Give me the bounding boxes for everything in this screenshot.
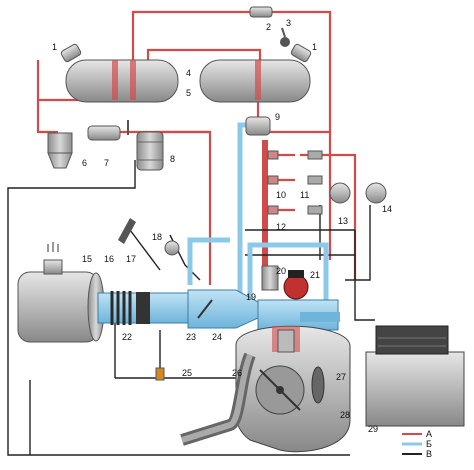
label-26: 26	[232, 368, 242, 378]
fuel-rail	[262, 140, 268, 290]
legend-label-c: В	[426, 449, 432, 459]
label-20: 20	[276, 266, 286, 276]
accelerator-pedal	[118, 218, 136, 244]
fuel-filter	[136, 131, 164, 171]
vacuum-actuator-13	[329, 182, 351, 204]
gravity-valve	[280, 27, 290, 47]
vent-lines	[7, 160, 375, 456]
label-19: 19	[246, 292, 256, 302]
adsorber	[261, 265, 279, 291]
fuel-tank-left	[60, 43, 179, 103]
label-10: 10	[276, 190, 286, 200]
label-13: 13	[338, 216, 348, 226]
fuel-tank-right	[199, 43, 312, 103]
label-6: 6	[82, 158, 87, 168]
label-29: 29	[368, 424, 378, 434]
exhaust-pipe	[180, 352, 256, 446]
label-12: 12	[276, 222, 286, 232]
sensor-25	[155, 367, 165, 381]
fuel-pump	[87, 120, 129, 141]
legend-label-b: Б	[426, 439, 432, 449]
label-28: 28	[340, 410, 350, 420]
label-2: 2	[266, 22, 271, 32]
legend-label-a: А	[426, 429, 432, 439]
strainer	[47, 132, 73, 169]
label-1-right: 1	[312, 42, 317, 52]
label-17: 17	[126, 254, 136, 264]
pressure-regulator	[245, 116, 271, 136]
label-11: 11	[300, 190, 309, 200]
ecu	[365, 325, 465, 427]
label-24: 24	[212, 332, 222, 342]
intake-manifold	[257, 299, 340, 331]
intake-duct	[97, 291, 189, 325]
legend: А Б В	[402, 429, 432, 459]
label-22: 22	[122, 332, 132, 342]
label-7: 7	[104, 158, 109, 168]
label-21: 21	[310, 270, 320, 280]
label-27: 27	[336, 372, 346, 382]
label-8: 8	[170, 154, 175, 164]
label-9: 9	[275, 112, 280, 122]
vacuum-actuator-14	[365, 182, 387, 204]
label-16: 16	[104, 254, 114, 264]
idle-valve	[283, 270, 309, 300]
label-5: 5	[186, 88, 191, 98]
label-1-left: 1	[52, 42, 57, 52]
sensor-18	[164, 240, 180, 256]
label-14: 14	[382, 204, 392, 214]
label-3: 3	[286, 18, 291, 28]
callout-labels: 1 1 2 3 4 5 6 7 8 9 10 11 12 13 14 15 16…	[52, 18, 392, 434]
label-15: 15	[82, 254, 92, 264]
label-25: 25	[182, 368, 192, 378]
label-4: 4	[186, 68, 191, 78]
injectors	[267, 150, 323, 215]
label-23: 23	[186, 332, 196, 342]
throttle-body	[187, 289, 259, 329]
label-18: 18	[152, 232, 162, 242]
engine-block	[235, 325, 351, 453]
check-valve	[249, 6, 273, 18]
